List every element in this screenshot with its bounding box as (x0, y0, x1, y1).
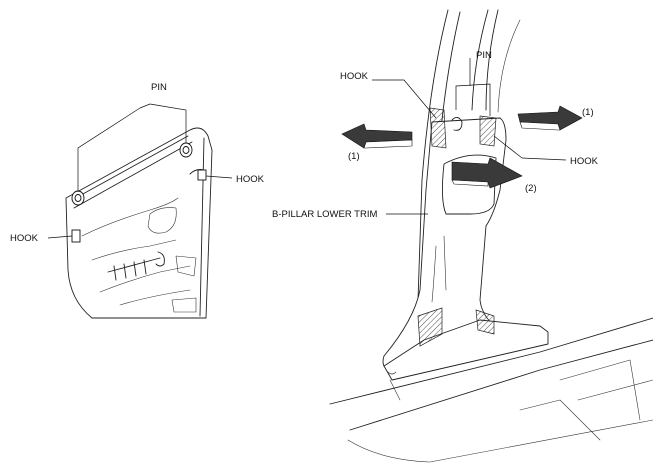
left-view-pin-left (71, 190, 85, 206)
left-view-hook-right (189, 169, 207, 181)
arrow-1-right (517, 105, 583, 131)
left-hook-left-label: HOOK (10, 233, 39, 244)
right-view-leaders (372, 58, 567, 215)
left-hook-right-label: HOOK (236, 174, 265, 185)
right-arrow-1-left-label: (1) (348, 151, 360, 162)
arrow-2 (451, 157, 523, 189)
right-arrow-1-right-label: (1) (582, 107, 594, 118)
left-view-center-clip (107, 251, 165, 281)
right-view-vehicle-body (329, 9, 653, 463)
left-view-leaders (47, 103, 233, 239)
left-view-pin-right (179, 142, 193, 158)
trim-name-label: B-PILLAR LOWER TRIM (272, 209, 377, 220)
arrow-1-left (341, 123, 413, 149)
left-view-hook-left (71, 229, 81, 243)
right-arrow-2-label: (2) (525, 183, 537, 194)
left-view-trim-panel (65, 127, 213, 319)
right-hook-top-label: HOOK (340, 71, 369, 82)
right-pin-label: PIN (476, 50, 492, 61)
left-pin-label: PIN (151, 82, 167, 93)
right-hook-right-label: HOOK (570, 156, 599, 167)
